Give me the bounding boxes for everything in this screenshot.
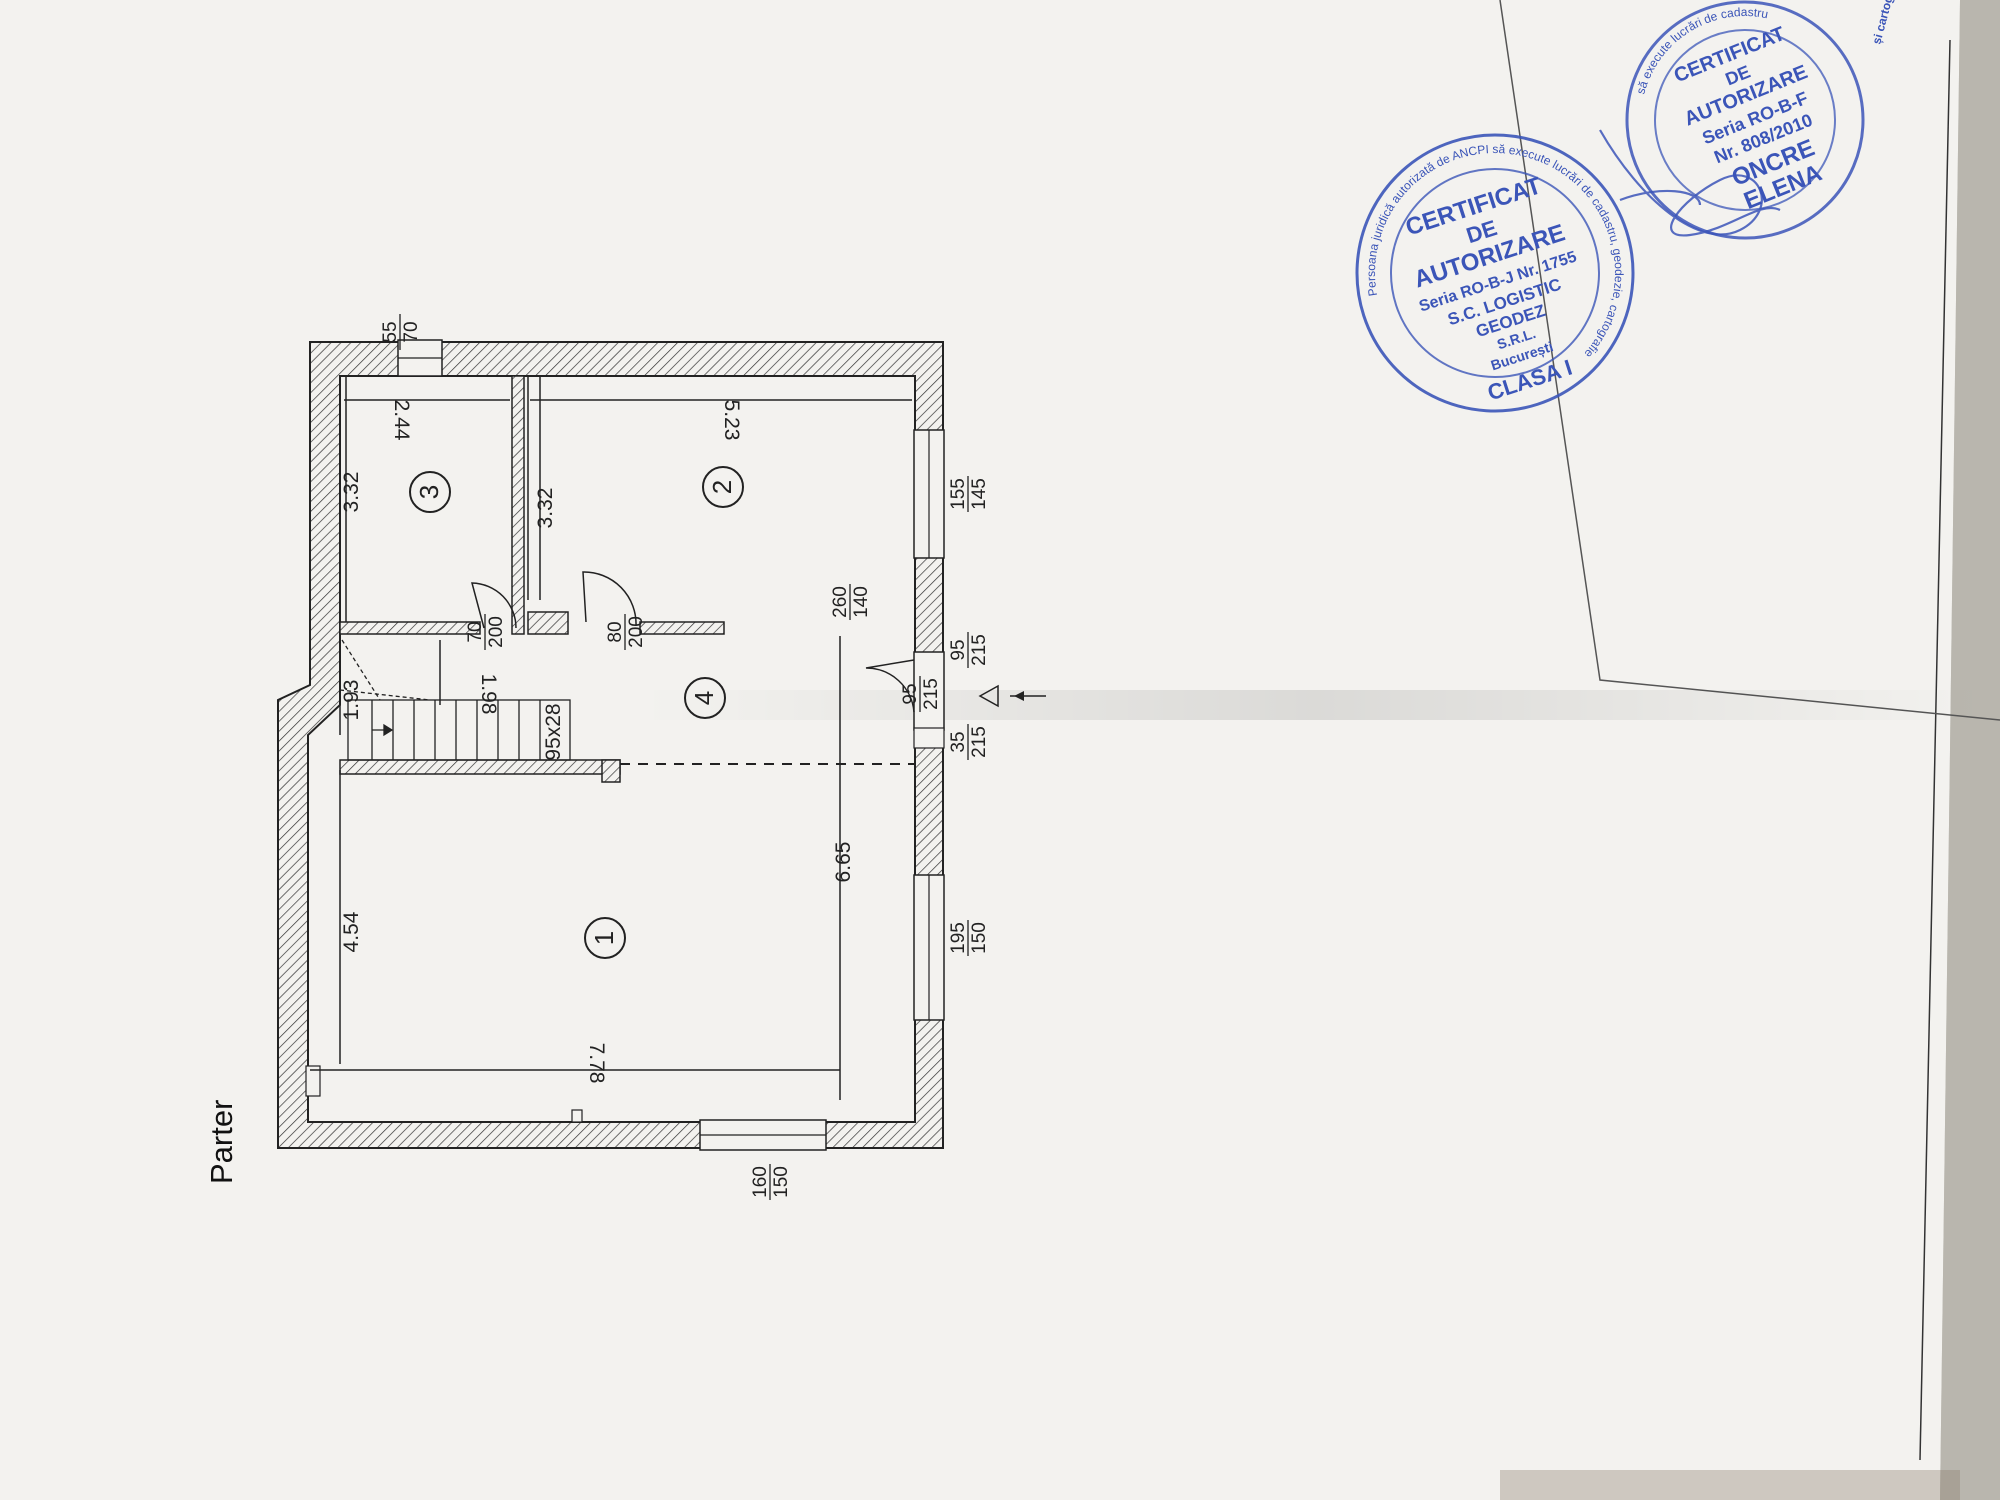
dim-room3-length-a: 3.32 bbox=[340, 472, 363, 513]
dim-room1-width: 4.54 bbox=[340, 911, 363, 952]
svg-text:215: 215 bbox=[969, 634, 990, 666]
opening-label-7: 80 200 bbox=[605, 614, 647, 650]
svg-text:155: 155 bbox=[948, 478, 969, 510]
dim-room3-length-b: 3.32 bbox=[534, 488, 557, 529]
partition-room2-end bbox=[527, 611, 569, 635]
dim-room1-length: 7.78 bbox=[585, 1043, 608, 1084]
signature bbox=[1599, 129, 1781, 237]
svg-text:145: 145 bbox=[969, 478, 990, 510]
dim-stair-step: 95x28 bbox=[542, 703, 565, 760]
partition-room3-room2 bbox=[511, 375, 525, 635]
partition-room2-room4 bbox=[639, 621, 725, 635]
svg-text:160: 160 bbox=[750, 1166, 771, 1198]
svg-text:70: 70 bbox=[465, 621, 486, 642]
room-3-marker: 3 bbox=[409, 471, 451, 513]
column-notch-b bbox=[305, 1065, 321, 1097]
opening-label-6: 260 140 bbox=[830, 584, 872, 620]
opening-label-5: 155 145 bbox=[948, 476, 990, 512]
opening-label-4: 95 215 bbox=[948, 632, 990, 668]
svg-text:200: 200 bbox=[626, 616, 647, 648]
svg-text:55: 55 bbox=[380, 321, 401, 342]
door-room2-swing bbox=[582, 571, 637, 627]
svg-text:200: 200 bbox=[486, 616, 507, 648]
dim-hall-length: 6.65 bbox=[832, 842, 855, 883]
floor-plan: 4.54 7.78 6.65 1.93 1.98 95x28 3.32 2.44… bbox=[277, 339, 1046, 1151]
window-room1-south bbox=[913, 874, 945, 1021]
opening-label-1: 195 150 bbox=[948, 920, 990, 956]
sheet-title: Parter bbox=[204, 1100, 239, 1184]
opening-label-2: 35 215 bbox=[948, 724, 990, 760]
opening-label-3: 95 215 bbox=[900, 676, 942, 712]
dim-stair-width: 1.93 bbox=[340, 680, 363, 721]
dim-room3-width: 2.44 bbox=[390, 400, 413, 441]
paper-edge-line bbox=[1919, 39, 1951, 1461]
entrance-door bbox=[865, 651, 945, 749]
svg-text:95: 95 bbox=[900, 683, 921, 704]
column-notch bbox=[571, 1109, 583, 1123]
dim-stair-length: 1.98 bbox=[477, 674, 500, 715]
window-room2-south bbox=[913, 429, 945, 559]
door-room3-swing bbox=[471, 582, 517, 629]
svg-text:215: 215 bbox=[921, 678, 942, 710]
fold-shadow bbox=[640, 690, 1990, 720]
stair-wall bbox=[339, 759, 621, 775]
svg-text:70: 70 bbox=[401, 321, 422, 342]
dim-room2-width: 5.23 bbox=[720, 400, 743, 441]
staircase bbox=[339, 639, 571, 761]
svg-text:215: 215 bbox=[969, 726, 990, 758]
room-1-number: 1 bbox=[589, 931, 619, 945]
exterior-walls bbox=[277, 341, 944, 1149]
svg-text:35: 35 bbox=[948, 731, 969, 752]
room-3-number: 3 bbox=[414, 485, 444, 499]
svg-text:140: 140 bbox=[851, 586, 872, 618]
svg-text:150: 150 bbox=[969, 922, 990, 954]
room-4-marker: 4 bbox=[684, 677, 726, 719]
room-2-number: 2 bbox=[707, 480, 737, 494]
opening-label-9: 55 70 bbox=[380, 314, 422, 350]
bottom-shadow bbox=[1500, 1470, 1960, 1500]
partition-room3-room4 bbox=[339, 621, 481, 635]
room-4-number: 4 bbox=[689, 691, 719, 705]
svg-text:80: 80 bbox=[605, 621, 626, 642]
room-1-marker: 1 bbox=[584, 917, 626, 959]
stair-wall-end bbox=[601, 759, 621, 783]
opening-label-8: 70 200 bbox=[465, 614, 507, 650]
entrance-arrow bbox=[978, 684, 1046, 708]
opening-label-0: 160 150 bbox=[750, 1164, 792, 1200]
svg-text:195: 195 bbox=[948, 922, 969, 954]
svg-text:260: 260 bbox=[830, 586, 851, 618]
svg-text:150: 150 bbox=[771, 1166, 792, 1198]
room-2-marker: 2 bbox=[702, 466, 744, 508]
window-room1-west bbox=[699, 1119, 827, 1151]
svg-text:95: 95 bbox=[948, 639, 969, 660]
paper-right-edge bbox=[1940, 0, 2000, 1500]
window-room3-north bbox=[397, 339, 443, 377]
